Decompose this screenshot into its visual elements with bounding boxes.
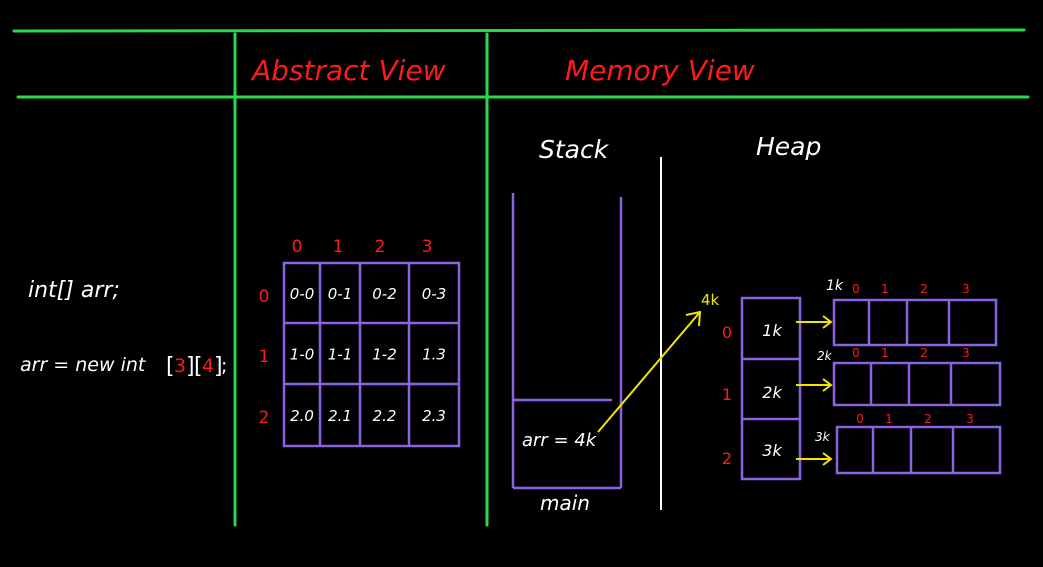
- outer-heap-array: 0 1 2 1k 2k 3k: [722, 296, 833, 481]
- grid-cell: 2.3: [422, 407, 446, 425]
- code-declaration: int[] arr;: [28, 278, 120, 303]
- cols-dimension: 4: [202, 355, 214, 377]
- grid-cell: 0-0: [290, 285, 315, 303]
- grid-cell: 1.3: [422, 346, 446, 364]
- table-frame: [12, 28, 1030, 527]
- grid-cell: 0-2: [372, 285, 397, 303]
- rows-dimension: 3: [174, 355, 186, 377]
- column-index: 1: [333, 237, 344, 257]
- inner-array-address: 1k: [826, 278, 844, 294]
- top-rule: [12, 28, 1026, 33]
- inner-array-address: 2k: [817, 349, 833, 363]
- grid-border: [282, 261, 461, 448]
- column-index: 3: [422, 237, 433, 257]
- inner-array: 1k 0 1 2 3: [826, 278, 998, 347]
- row-index: 0: [259, 287, 270, 307]
- outer-array-address: 4k: [701, 291, 720, 309]
- code-allocation: arr = new int [ 3 ] [ 4 ] ;: [20, 354, 227, 379]
- outer-array-index: 2: [722, 449, 732, 468]
- inner-array: 3k 0 1 2 3: [815, 412, 1002, 475]
- inner-array-border: [832, 361, 1002, 407]
- abstract-view-header: Abstract View: [250, 54, 446, 87]
- outer-array-value: 1k: [762, 321, 782, 340]
- heap-reference-arrow: [796, 378, 833, 392]
- bracket-close-cols: ]: [214, 354, 223, 379]
- inner-array-index: 2: [920, 346, 928, 360]
- bracket-open-rows: [: [166, 354, 175, 379]
- inner-array-index: 1: [885, 412, 893, 426]
- bracket-open-cols: [: [194, 354, 203, 379]
- inner-array-index: 0: [856, 412, 864, 426]
- grid-cell: 2.2: [373, 407, 397, 425]
- stack-container: [511, 193, 623, 490]
- grid-cell: 0-3: [422, 285, 447, 303]
- stack-variable: arr = 4k: [522, 430, 598, 451]
- inner-array-index: 2: [924, 412, 932, 426]
- code-allocation-prefix: arr = new int: [20, 354, 147, 376]
- grid-cell: 1-0: [290, 346, 315, 364]
- inner-array: 2k 0 1 2 3: [817, 346, 1002, 407]
- code-terminator: ;: [221, 355, 227, 377]
- inner-array-index: 3: [962, 346, 970, 360]
- outer-array-border: [740, 296, 802, 481]
- stack-to-heap-pointer: [597, 310, 702, 433]
- grid-cell: 0-1: [328, 285, 353, 303]
- row-index: 2: [259, 408, 270, 428]
- inner-array-index: 3: [966, 412, 974, 426]
- outer-array-value: 2k: [762, 383, 782, 402]
- inner-array-index: 0: [852, 282, 860, 296]
- inner-heap-arrays: 1k 0 1 2 3 2k 0 1 2 3 3k 0 1 2 3: [815, 278, 1002, 475]
- grid-cell: 2.0: [290, 407, 314, 425]
- memory-view-header: Memory View: [565, 54, 755, 87]
- outer-array-index: 1: [722, 385, 732, 404]
- inner-array-address: 3k: [815, 430, 831, 444]
- outer-array-index: 0: [722, 323, 732, 342]
- grid-cell: 1-1: [328, 346, 353, 364]
- inner-array-index: 0: [852, 346, 860, 360]
- stack-label: Stack: [539, 135, 610, 164]
- heap-reference-arrow: [796, 315, 833, 329]
- heap-reference-arrow: [796, 452, 833, 466]
- inner-array-index: 2: [920, 282, 928, 296]
- abstract-grid: 0 1 2 3 0 1 2 0-0 0-1 0-2 0-3 1-0 1-1 1-2 1.3 2.0 2.1 2.2…: [259, 237, 461, 448]
- inner-array-index: 1: [881, 346, 889, 360]
- row-index: 1: [259, 347, 270, 367]
- grid-cell: 1-2: [372, 346, 397, 364]
- column-index: 2: [375, 237, 386, 257]
- inner-array-border: [835, 425, 1002, 475]
- inner-array-index: 3: [962, 282, 970, 296]
- grid-cell: 2.1: [328, 407, 352, 425]
- inner-array-index: 1: [881, 282, 889, 296]
- inner-array-border: [832, 298, 998, 347]
- frame-label: main: [540, 491, 590, 515]
- bracket-close-rows: ]: [186, 354, 195, 379]
- heap-label: Heap: [756, 132, 821, 161]
- outer-array-value: 3k: [762, 441, 782, 460]
- column-index: 0: [292, 237, 303, 257]
